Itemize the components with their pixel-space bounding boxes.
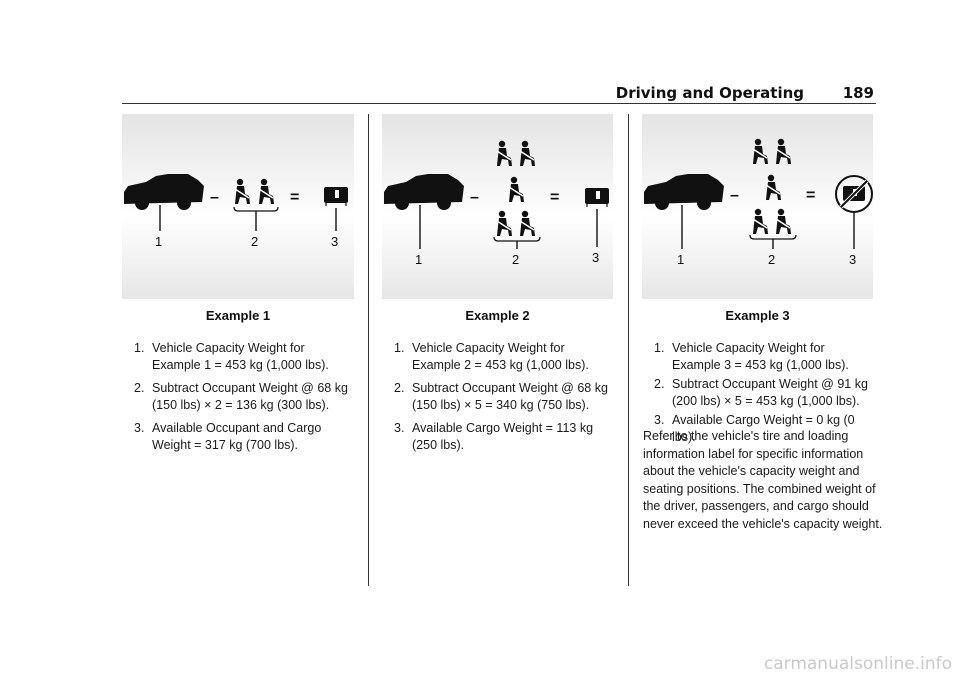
list-item: 2. Subtract Occupant Weight @ 68 kg (150 … — [394, 380, 616, 414]
seated-occupant-icon — [519, 140, 535, 166]
example-2-figure: 1 – 2 = — [382, 114, 613, 299]
cargo-box-icon — [585, 188, 609, 207]
callout-2: 2 — [768, 252, 775, 267]
step-text: Available Cargo Weight = 0 kg (0 lbs). — [672, 413, 855, 444]
seated-occupant-icon — [752, 138, 768, 164]
callout-3: 3 — [331, 234, 338, 249]
step-number: 2. — [134, 381, 145, 395]
step-text: Vehicle Capacity Weight for Example 2 = … — [412, 341, 589, 372]
step-number: 2. — [394, 381, 405, 395]
seated-occupant-icon — [508, 176, 524, 202]
list-item: 2. Subtract Occupant Weight @ 91 kg (200 … — [654, 376, 876, 410]
callout-3: 3 — [849, 252, 856, 267]
watermark: carmanualsonline.info — [763, 654, 952, 674]
seated-occupant-icon — [496, 140, 512, 166]
seated-occupant-icon — [775, 208, 791, 234]
callout-1: 1 — [677, 252, 684, 267]
step-text: Vehicle Capacity Weight for Example 1 = … — [152, 341, 329, 372]
seated-occupant-icon — [234, 178, 250, 204]
car-icon — [384, 174, 464, 210]
step-number: 2. — [654, 377, 665, 391]
step-number: 1. — [654, 341, 665, 355]
step-text: Subtract Occupant Weight @ 91 kg (200 lb… — [672, 377, 868, 408]
seated-occupant-icon — [752, 208, 768, 234]
step-number: 1. — [134, 341, 145, 355]
example-1-figure: 1 – 2 = 3 — [122, 114, 354, 299]
step-text: Available Cargo Weight = 113 kg (250 lbs… — [412, 421, 594, 452]
step-text: Subtract Occupant Weight @ 68 kg (150 lb… — [412, 381, 608, 412]
example-2-steps: 1. Vehicle Capacity Weight for Example 2 … — [394, 340, 616, 460]
callout-3: 3 — [592, 250, 599, 265]
seated-occupant-icon — [775, 138, 791, 164]
example-3-caption: Example 3 — [725, 308, 790, 323]
list-item: 1. Vehicle Capacity Weight for Example 1 … — [134, 340, 356, 374]
no-cargo-icon — [835, 175, 873, 213]
example-3-figure: 1 – 2 = — [642, 114, 873, 299]
step-number: 1. — [394, 341, 405, 355]
column-divider — [628, 114, 629, 586]
list-item: 2. Subtract Occupant Weight @ 68 kg (150 … — [134, 380, 356, 414]
equals-sign: = — [290, 189, 299, 206]
seated-occupant-icon — [258, 178, 274, 204]
list-item: 3. Available Cargo Weight = 113 kg (250 l… — [394, 420, 616, 454]
callout-2: 2 — [512, 252, 519, 267]
list-item: 3. Available Cargo Weight = 0 kg (0 lbs). — [654, 412, 876, 446]
minus-sign: – — [210, 189, 219, 206]
step-text: Vehicle Capacity Weight for Example 3 = … — [672, 341, 849, 372]
step-text: Available Occupant and Cargo Weight = 31… — [152, 421, 322, 452]
list-item: 3. Available Occupant and Cargo Weight = … — [134, 420, 356, 454]
seated-occupant-icon — [765, 174, 781, 200]
seated-occupant-icon — [519, 210, 535, 236]
car-icon — [124, 174, 204, 210]
step-number: 3. — [134, 421, 145, 435]
capacity-note-paragraph: Refer to the vehicle's tire and loading … — [643, 429, 883, 531]
step-text: Subtract Occupant Weight @ 68 kg (150 lb… — [152, 381, 348, 412]
page-number: 189 — [842, 84, 874, 102]
minus-sign: – — [730, 187, 739, 204]
example-1-caption: Example 1 — [205, 308, 271, 323]
list-item: 1. Vehicle Capacity Weight for Example 2 … — [394, 340, 616, 374]
equals-sign: = — [806, 187, 815, 204]
section-title: Driving and Operating — [615, 84, 804, 102]
step-number: 3. — [654, 413, 665, 427]
step-number: 3. — [394, 421, 405, 435]
minus-sign: – — [470, 189, 479, 206]
callout-1: 1 — [155, 234, 162, 249]
example-2-caption: Example 2 — [465, 308, 530, 323]
equals-sign: = — [550, 189, 559, 206]
callout-1: 1 — [415, 252, 422, 267]
example-1-steps: 1. Vehicle Capacity Weight for Example 1 … — [134, 340, 356, 460]
callout-2: 2 — [251, 234, 258, 249]
header-rule — [122, 103, 876, 104]
column-divider — [368, 114, 369, 586]
seated-occupant-icon — [496, 210, 512, 236]
example-3-steps: 1. Vehicle Capacity Weight for Example 3 … — [654, 340, 876, 452]
car-icon — [644, 174, 724, 210]
cargo-box-icon — [324, 187, 348, 206]
list-item: 1. Vehicle Capacity Weight for Example 3 … — [654, 340, 876, 374]
